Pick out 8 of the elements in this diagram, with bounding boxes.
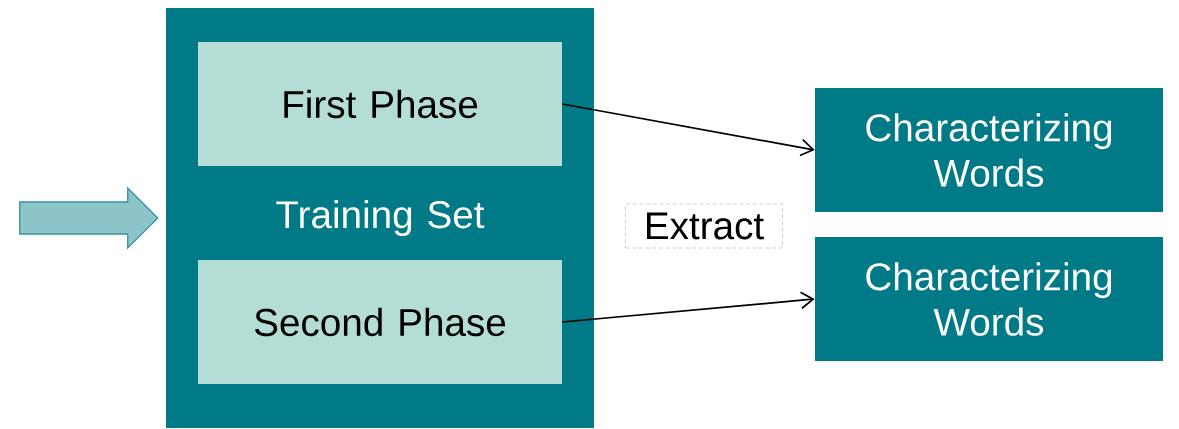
- label-box: Extract: [625, 203, 783, 249]
- phase-box: First Phase: [198, 42, 562, 166]
- phase-box: Second Phase: [198, 260, 562, 384]
- arrow: [561, 291, 815, 323]
- result-box: Characterizing Words: [815, 88, 1163, 212]
- result-box: Characterizing Words: [815, 237, 1163, 361]
- arrow: [561, 103, 815, 157]
- block-arrow: [19, 186, 159, 250]
